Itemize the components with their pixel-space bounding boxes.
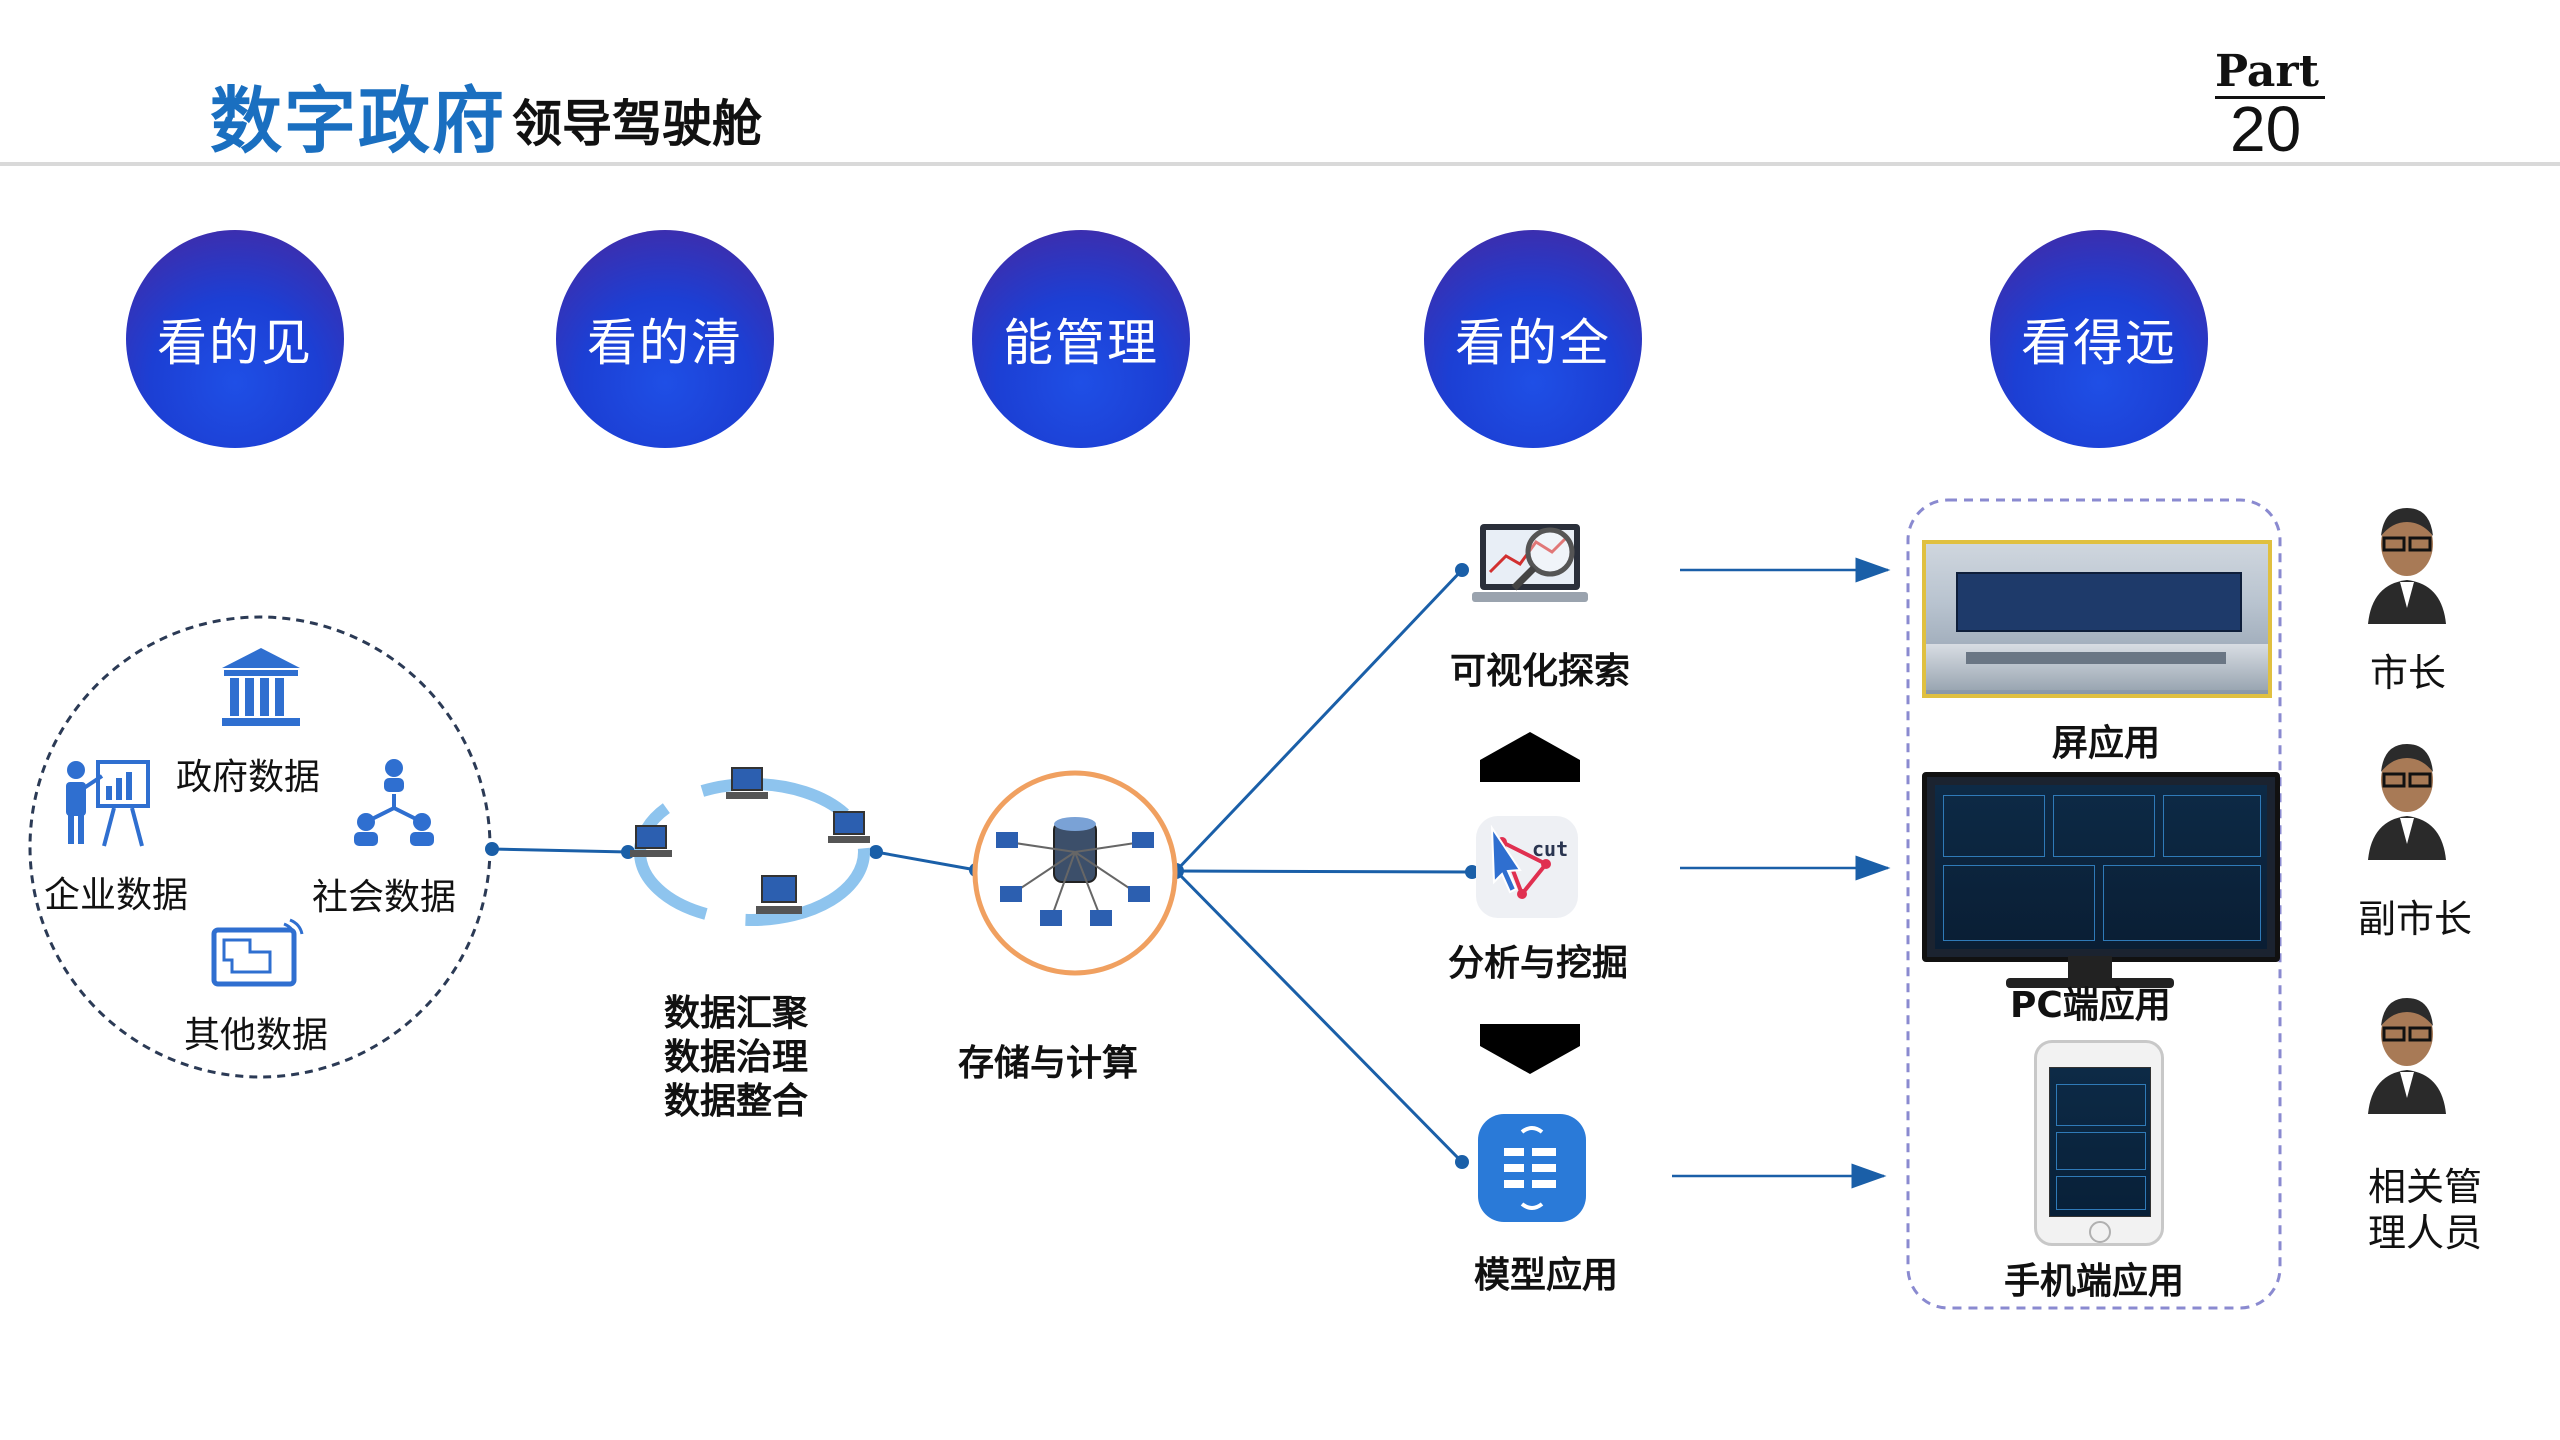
header-divider <box>0 162 2560 166</box>
map-tablet-icon <box>211 918 304 987</box>
role-staff-label-line-1: 相关管 <box>2368 1165 2483 1209</box>
stage-circle-4: 看的全 <box>1424 230 1642 448</box>
stage-circle-3: 能管理 <box>972 230 1190 448</box>
connector-to-visual <box>1174 568 1464 873</box>
aggregation-line-3: 数据整合 <box>664 1081 809 1122</box>
part-number: 20 <box>2230 93 2302 165</box>
data-cycle-icon <box>630 767 870 926</box>
vice-mayor-avatar-icon <box>2368 744 2446 860</box>
page-title: 数字政府 <box>210 79 507 163</box>
part-divider <box>2215 96 2325 99</box>
storage-compute-icon <box>972 770 1178 976</box>
model-app-label: 模型应用 <box>1474 1255 1619 1296</box>
pc-monitor-image <box>1922 772 2280 962</box>
screen-app-image <box>1922 540 2272 698</box>
cut-text: cut <box>1532 837 1568 861</box>
aggregation-line-1: 数据汇聚 <box>664 993 809 1034</box>
monitor-base <box>2006 978 2174 988</box>
screen-app-label: 屏应用 <box>2052 723 2161 764</box>
laptop-magnifier-icon <box>1472 524 1588 602</box>
arrow-up-icon <box>1480 732 1580 782</box>
social-network-icon <box>354 759 434 846</box>
source-gov-label: 政府数据 <box>176 757 321 798</box>
monitor-neck <box>2068 956 2112 980</box>
mobile-app-label: 手机端应用 <box>2004 1261 2185 1302</box>
role-vice-mayor-label: 副市长 <box>2358 897 2473 941</box>
source-social-label: 社会数据 <box>312 877 457 918</box>
connector-to-model <box>1174 869 1464 1164</box>
connector-to-analysis <box>1175 869 1473 874</box>
storage-label: 存储与计算 <box>958 1043 1139 1084</box>
cut-analysis-icon: cut <box>1476 816 1578 918</box>
stage-circle-2: 看的清 <box>556 230 774 448</box>
arrow-down-icon <box>1480 1024 1580 1074</box>
mayor-avatar-icon <box>2368 508 2446 624</box>
pc-app-label: PC端应用 <box>2010 985 2171 1026</box>
app-group-boundary <box>1906 498 2282 1310</box>
part-label: Part <box>2215 46 2319 97</box>
staff-avatar-icon <box>2368 998 2446 1114</box>
connector-source-aggregation <box>491 847 629 854</box>
control-room-floor <box>1926 644 2268 690</box>
connector-aggregation-storage <box>875 850 977 872</box>
video-wall <box>1956 572 2242 632</box>
stage-circle-5: 看得远 <box>1990 230 2208 448</box>
source-other-label: 其他数据 <box>184 1015 329 1056</box>
presenter-chart-icon <box>66 760 150 847</box>
visual-explore-label: 可视化探索 <box>1450 651 1631 692</box>
mobile-phone-image <box>2034 1040 2164 1246</box>
computer-icon <box>726 767 768 799</box>
government-building-icon <box>222 648 300 726</box>
source-enterprise-label: 企业数据 <box>44 875 189 916</box>
stage-circle-1: 看的见 <box>126 230 344 448</box>
page-subtitle: 领导驾驶舱 <box>512 95 762 153</box>
role-staff-label-line-2: 理人员 <box>2368 1211 2483 1255</box>
aggregation-line-2: 数据治理 <box>664 1037 809 1078</box>
role-mayor-label: 市长 <box>2370 651 2447 695</box>
analysis-mining-label: 分析与挖掘 <box>1448 943 1629 984</box>
model-app-icon <box>1478 1114 1586 1222</box>
